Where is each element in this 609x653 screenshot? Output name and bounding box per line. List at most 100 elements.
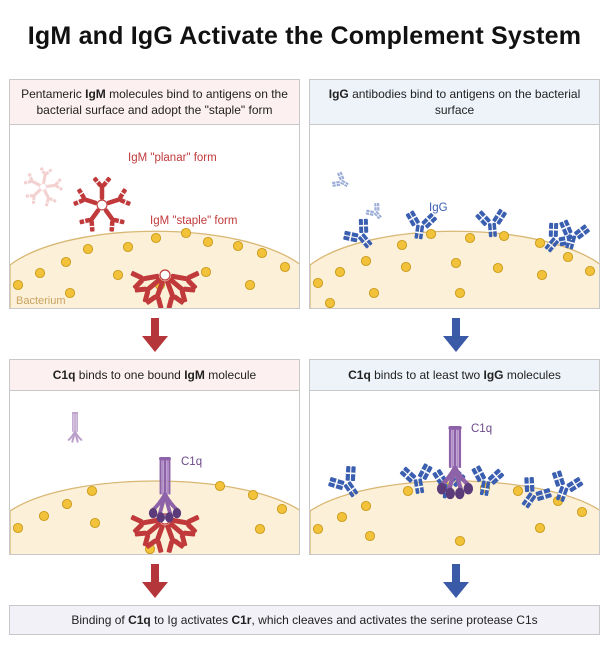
bacterium-surface: [310, 480, 599, 554]
antigen-dot: [150, 232, 162, 244]
figure-title: IgM and IgG Activate the Complement Syst…: [27, 22, 582, 50]
antigen-dots: [12, 480, 288, 554]
antigen-dot: [534, 522, 546, 534]
arrow-down-blue-1: [443, 318, 469, 352]
antigen-dot: [402, 485, 414, 497]
antigen-dots: [12, 227, 291, 299]
antigen-dot: [112, 269, 124, 281]
igg-antibody-icon: [332, 171, 349, 188]
antigen-dot: [180, 227, 192, 239]
label-igm-planar: IgM "planar" form: [128, 152, 217, 164]
antigen-dot: [454, 287, 466, 299]
antigen-dot: [324, 297, 336, 308]
bold-term: IgM: [85, 87, 106, 101]
antigen-dot: [214, 480, 226, 492]
antigen-dot: [454, 535, 466, 547]
label-c1q: C1q: [471, 423, 492, 435]
antigen-dot: [247, 489, 259, 501]
antigen-dot: [396, 239, 408, 251]
antigen-dot: [498, 230, 510, 242]
antigen-dot: [276, 503, 288, 515]
text-segment: to Ig activates: [150, 613, 232, 627]
bold-term: IgG: [483, 368, 504, 382]
antigen-dot: [312, 523, 324, 535]
c1q-icon: [67, 412, 83, 443]
antigen-dot: [34, 267, 46, 279]
text-segment: molecule: [204, 368, 257, 382]
bold-term: C1q: [128, 613, 151, 627]
header-text: C1q binds to at least two IgG molecules: [348, 367, 561, 383]
antigen-dot: [12, 522, 24, 534]
antigen-dot: [360, 500, 372, 512]
antigen-dots: [312, 228, 596, 308]
igg-antibody-icon: [328, 465, 359, 498]
arrow-down-red-1: [142, 318, 168, 352]
igg-antibody-icon: [559, 219, 590, 250]
text-segment: Binding of: [71, 613, 129, 627]
antigen-dot: [312, 277, 324, 289]
antigen-dot: [202, 236, 214, 248]
antigen-dot: [492, 262, 504, 274]
antigen-dot: [584, 265, 596, 277]
bound-c1q-icon: [148, 457, 182, 523]
free-c1q-icon: [67, 412, 83, 443]
panel-c1q-igg: C1q binds to at least two IgG molecules …: [309, 359, 600, 555]
panel-c1q-igm: C1q binds to one bound IgM molecule C1q: [9, 359, 300, 555]
igm-planar-faded-icon: [23, 167, 63, 207]
igg-antibody-icon: [405, 210, 438, 240]
header-text: Binding of C1q to Ig activates C1r, whic…: [71, 613, 537, 627]
igm-pentamer-icon: [73, 176, 131, 232]
antigen-dot: [512, 485, 524, 497]
arrow-down-blue-2: [443, 564, 469, 598]
bold-term: C1q: [52, 368, 76, 382]
antigen-dot: [450, 257, 462, 269]
antigen-dot: [425, 228, 437, 240]
antigen-dot: [360, 255, 372, 267]
antigen-dot: [336, 511, 348, 523]
igm-pentamer-icon: [23, 167, 63, 207]
panel-header: C1q binds to one bound IgM molecule: [10, 360, 299, 391]
label-igg: IgG: [429, 202, 448, 214]
text-segment: binds to at least two: [370, 368, 484, 382]
c1q-igm-illustration: C1q: [10, 412, 299, 554]
antigen-dot: [334, 266, 346, 278]
label-igm-staple: IgM "staple" form: [150, 215, 237, 227]
text-segment: , which cleaves and activates the serine…: [251, 613, 538, 627]
antigen-dot: [61, 498, 73, 510]
header-text: IgG antibodies bind to antigens on the b…: [320, 86, 589, 118]
antigen-dot: [576, 506, 588, 518]
bold-term: IgM: [184, 368, 205, 382]
igg-antibody-icon: [365, 202, 382, 220]
footer-summary: Binding of C1q to Ig activates C1r, whic…: [9, 605, 600, 635]
text-segment: antibodies bind to antigens on the bacte…: [348, 87, 581, 117]
antigen-dot: [244, 279, 256, 291]
panel-header: C1q binds to at least two IgG molecules: [310, 360, 599, 391]
bold-term: C1q: [348, 368, 371, 382]
antigen-dot: [64, 287, 76, 299]
antigen-dot: [534, 237, 546, 249]
igg-antibody-icon: [552, 470, 584, 502]
antigen-dot: [254, 523, 266, 535]
igm-binding-illustration: IgM "planar" form IgM "staple" form Bact…: [10, 152, 299, 308]
arrow-down-red-2: [142, 564, 168, 598]
antigen-dot: [38, 510, 50, 522]
antigen-dot: [82, 243, 94, 255]
bound-c1q-icon: [436, 426, 474, 500]
bacterium-surface: [310, 230, 599, 308]
antigen-dot: [122, 241, 134, 253]
antigen-dot: [562, 251, 574, 263]
text-segment: Pentameric: [21, 87, 86, 101]
c1q-icon: [436, 426, 474, 500]
header-text: Pentameric IgM molecules bind to antigen…: [20, 86, 289, 118]
antigen-dot: [86, 485, 98, 497]
igg-antibody-icon: [343, 218, 373, 249]
bound-igg-icons: [343, 208, 590, 253]
label-bacterium: Bacterium: [16, 295, 66, 307]
igm-staple-icon: [130, 269, 200, 308]
igg-antibody-icon: [399, 463, 433, 494]
igg-antibody-icon: [521, 476, 552, 509]
panel-header: IgG antibodies bind to antigens on the b…: [310, 80, 599, 125]
igg-binding-illustration: IgG: [310, 171, 599, 308]
antigen-dot: [536, 269, 548, 281]
igm-planar-icon: [73, 176, 131, 232]
